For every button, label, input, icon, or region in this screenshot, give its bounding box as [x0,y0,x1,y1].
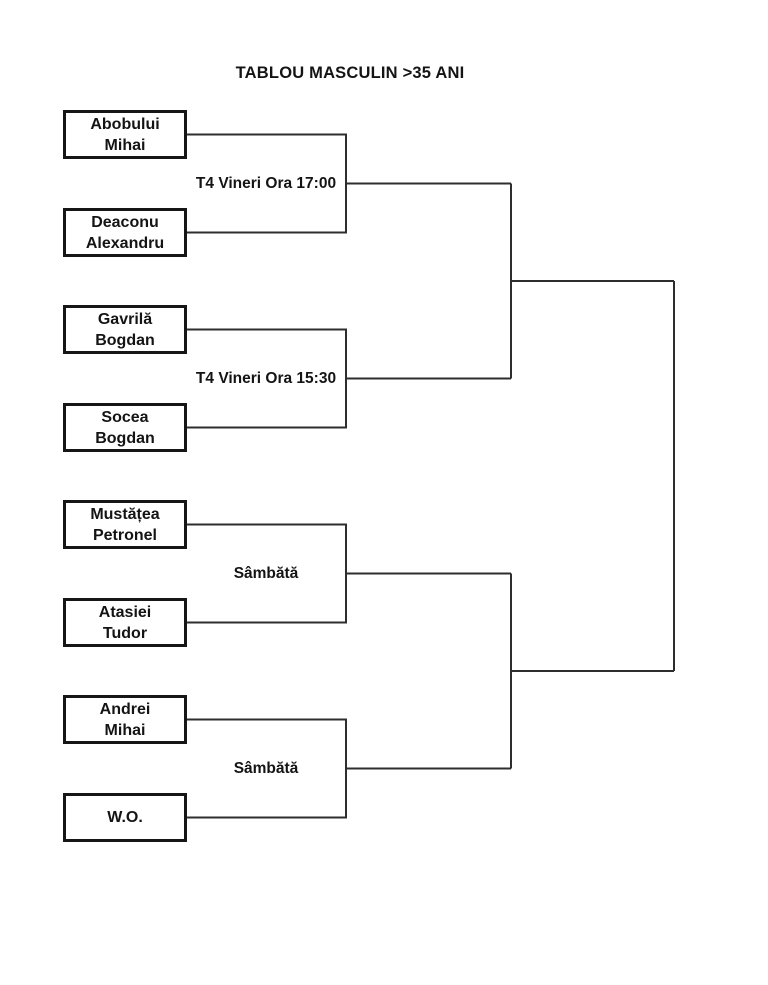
match-label-1: T4 Vineri Ora 17:00 [195,175,337,192]
player-name-line1: Socea [101,408,149,426]
player-name-line1: Atasiei [98,603,152,621]
player-name-line2: Mihai [104,721,146,739]
match-label-4: Sâmbătă [233,760,299,777]
player-name-line2: Tudor [102,624,148,642]
player-box-4: Socea Bogdan [63,403,187,452]
player-name-line1: Gavrilă [97,310,153,328]
player-name-line2: Petronel [92,526,157,544]
player-box-1: Abobului Mihai [63,110,187,159]
player-name-line1: W.O. [107,809,143,826]
player-name-line2: Bogdan [95,429,155,447]
player-box-5: Mustățea Petronel [63,500,187,549]
player-name-line2: Mihai [104,136,146,154]
player-box-3: Gavrilă Bogdan [63,305,187,354]
player-name-line1: Abobului [90,115,160,133]
bracket-title: TABLOU MASCULIN >35 ANI [235,64,465,82]
match-label-2: T4 Vineri Ora 15:30 [195,370,337,387]
player-box-7: Andrei Mihai [63,695,187,744]
player-box-6: Atasiei Tudor [63,598,187,647]
match-label-3: Sâmbătă [233,565,299,582]
player-name-line2: Alexandru [85,234,165,252]
player-name-line1: Mustățea [90,505,160,523]
player-box-8: W.O. [63,793,187,842]
player-name-line1: Deaconu [91,213,159,231]
player-name-line1: Andrei [99,700,151,718]
player-name-line2: Bogdan [95,331,155,349]
player-box-2: Deaconu Alexandru [63,208,187,257]
